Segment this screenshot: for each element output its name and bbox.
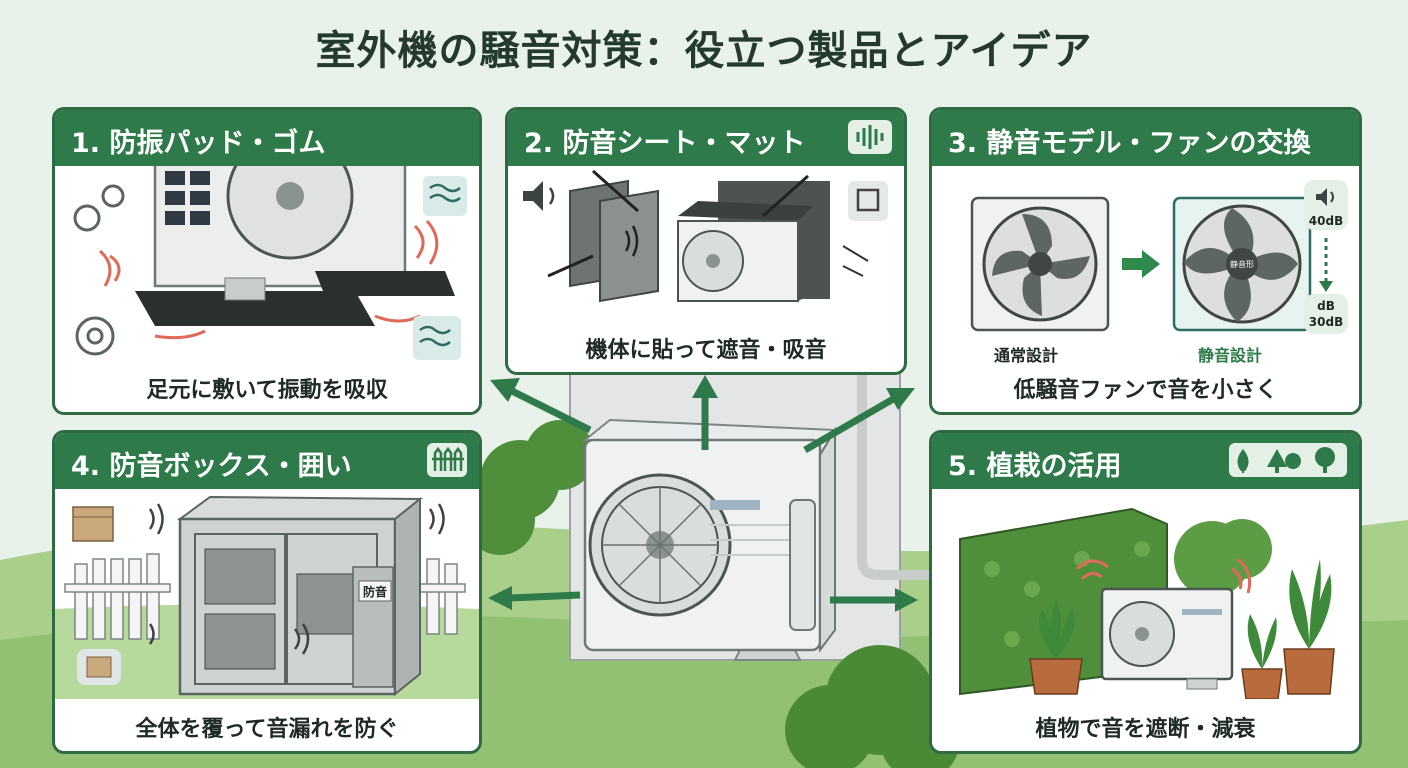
fence-left [64, 553, 171, 640]
panel-heading: 3. 静音モデル・ファンの交換 [948, 128, 1311, 159]
sound-wave-icon [848, 120, 892, 154]
panel-header: 2. 防音シート・マット [508, 110, 904, 166]
potted-plant-right [1241, 559, 1335, 699]
panel-caption: 全体を覆って音漏れを防ぐ [135, 717, 399, 742]
outdoor-unit [1100, 587, 1234, 690]
panel-header: 5. 植栽の活用 [932, 433, 1359, 489]
panel-caption: 植物で音を遮断・減衰 [1035, 717, 1256, 742]
panel-vibration-pads: 1. 防振パッド・ゴム 足元に敷いて振動を吸収 [52, 107, 482, 415]
planting-illustration [959, 507, 1335, 699]
sheet-icon [848, 181, 888, 221]
wave-icon [413, 176, 467, 360]
panel-heading: 1. 防振パッド・ゴム [71, 128, 326, 159]
fan-comparison-illustration: 静音形 40dB dB 30dB [970, 180, 1348, 334]
normal-fan-icon [970, 196, 1110, 332]
db-high: 40dB [1309, 214, 1343, 228]
vibration-pad-illustration [73, 166, 467, 360]
label-normal-design: 通常設計 [994, 346, 1059, 365]
panel-planting: 5. 植栽の活用 植物で音を遮断・減衰 [929, 430, 1362, 754]
panel-sound-sheet: 2. 防音シート・マット 機体に貼って遮音・吸音 [505, 107, 907, 375]
label-quiet-design: 静音設計 [1198, 346, 1263, 365]
sound-waves [1075, 557, 1252, 594]
shrub [1174, 519, 1272, 597]
panel-caption: 足元に敷いて振動を吸収 [146, 378, 388, 403]
center-outdoor-unit [582, 418, 837, 661]
soundproof-box-illustration: 防音 [55, 495, 479, 699]
quiet-fan-icon: 静音形 [1172, 196, 1312, 332]
panel-heading: 4. 防音ボックス・囲い [71, 451, 352, 482]
db-low-unit: dB [1317, 299, 1335, 313]
arrow-right-icon [1122, 250, 1160, 278]
tree-icons [1229, 443, 1347, 477]
panel-caption: 機体に貼って遮音・吸音 [585, 338, 827, 363]
potted-plant-left [1029, 599, 1083, 695]
fan-badge: 静音形 [1230, 259, 1254, 269]
panel-heading: 5. 植栽の活用 [948, 451, 1122, 482]
fence-right [419, 558, 466, 635]
box-icon [72, 506, 114, 542]
panel-quiet-fan: 3. 静音モデル・ファンの交換 静音形 40dB dB 30dB [929, 107, 1362, 415]
panel-soundproof-box: 4. 防音ボックス・囲い 防音 全体を覆って音漏れを防ぐ [52, 430, 482, 754]
fence-icon [427, 443, 467, 477]
panel-header: 3. 静音モデル・ファンの交換 [932, 110, 1359, 166]
speaker-icon [523, 181, 555, 211]
panel-heading: 2. 防音シート・マット [524, 128, 806, 159]
sound-waves [148, 503, 445, 655]
panel-header: 1. 防振パッド・ゴム [55, 110, 479, 166]
db-low: 30dB [1309, 315, 1343, 329]
bush-left [465, 420, 595, 555]
panel-header: 4. 防音ボックス・囲い [55, 433, 479, 489]
box-label: 防音 [363, 584, 387, 599]
page-title: 室外機の騒音対策：役立つ製品とアイデア [315, 28, 1093, 74]
decibel-indicator: 40dB dB 30dB [1304, 180, 1348, 334]
gear-icon [73, 184, 125, 356]
panel-caption: 低騒音ファンで音を小さく [1013, 378, 1278, 403]
sound-sheet-illustration [523, 169, 888, 303]
arrows [488, 375, 918, 612]
box-icon-small [77, 649, 121, 685]
